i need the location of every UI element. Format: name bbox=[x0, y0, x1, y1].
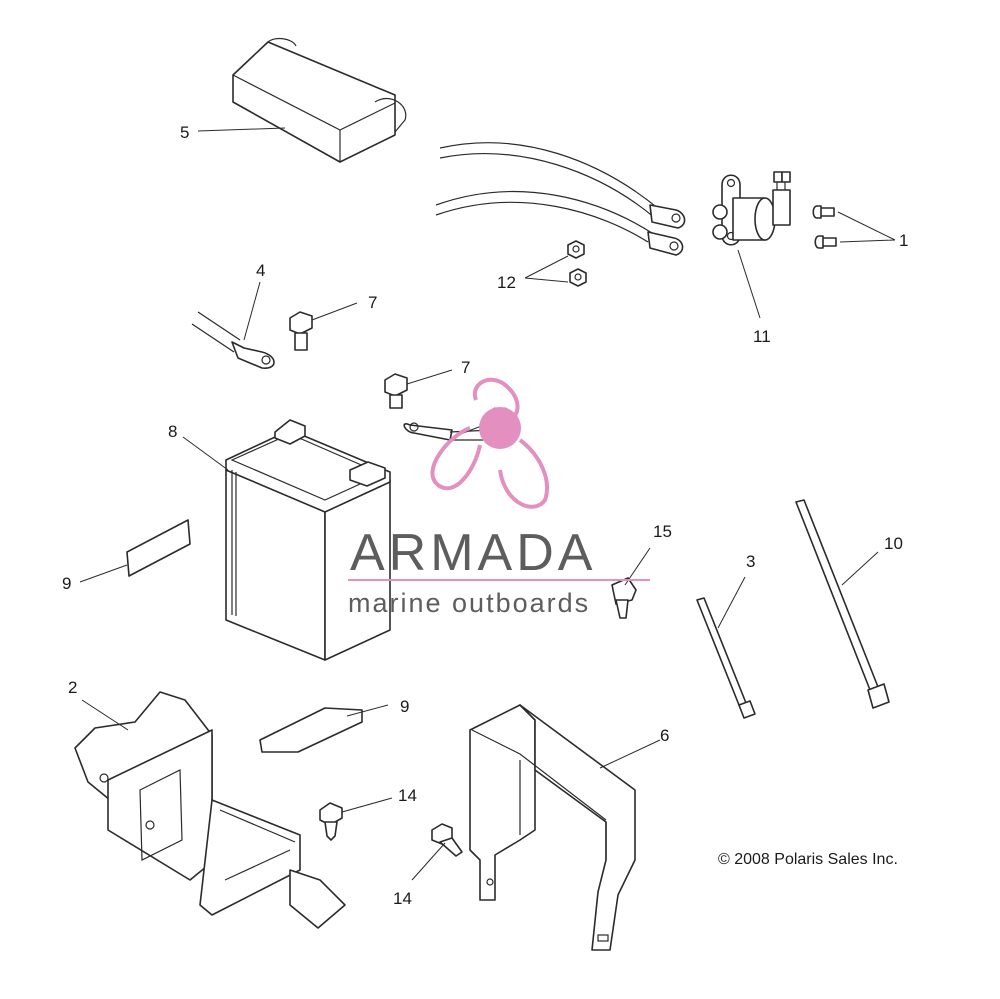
callout-4: 4 bbox=[256, 261, 265, 280]
propeller-logo bbox=[430, 377, 549, 509]
part-3-cable-tie bbox=[696, 576, 756, 719]
part-2-battery-tray bbox=[74, 691, 346, 929]
watermark-rule bbox=[348, 579, 650, 581]
callout-7b: 7 bbox=[461, 358, 470, 377]
callout-9b: 9 bbox=[400, 697, 409, 716]
part-9-labels bbox=[79, 519, 389, 753]
callout-7a: 7 bbox=[368, 293, 377, 312]
callout-11: 11 bbox=[753, 327, 771, 346]
callout-12: 12 bbox=[497, 273, 516, 292]
leader-11 bbox=[737, 249, 761, 319]
watermark-tagline: marine outboards bbox=[348, 588, 590, 618]
part-12-nuts bbox=[524, 240, 587, 287]
part-7-bolts bbox=[289, 302, 453, 409]
callout-2: 2 bbox=[68, 678, 77, 697]
copyright-notice: © 2008 Polaris Sales Inc. bbox=[718, 851, 898, 868]
part-14-fasteners bbox=[319, 797, 463, 881]
propeller-hub bbox=[479, 407, 521, 449]
callout-labels: 1 2 3 4 5 6 7 7 8 9 9 10 11 12 13 14 14 … bbox=[62, 123, 908, 908]
callout-8: 8 bbox=[168, 422, 177, 441]
callout-14b: 14 bbox=[393, 889, 412, 908]
callout-1: 1 bbox=[899, 231, 908, 250]
callout-5: 5 bbox=[180, 123, 189, 142]
callout-10: 10 bbox=[884, 534, 903, 553]
callout-14a: 14 bbox=[398, 786, 417, 805]
part-11-solenoid bbox=[712, 171, 791, 246]
watermark-brand: ARMADA bbox=[350, 524, 596, 582]
part-10-cable-tie bbox=[795, 499, 890, 709]
part-15-fastener bbox=[611, 547, 651, 619]
part-4-cable bbox=[191, 281, 275, 369]
part-8-battery bbox=[182, 419, 391, 661]
armada-watermark: ARMADA marine outboards bbox=[348, 377, 650, 618]
callout-15: 15 bbox=[653, 522, 672, 541]
part-5-cover-pad bbox=[232, 37, 407, 163]
part-1-screws bbox=[812, 205, 896, 249]
callout-3: 3 bbox=[746, 552, 755, 571]
callout-6: 6 bbox=[660, 726, 669, 745]
part-6-holddown-strap bbox=[469, 704, 661, 951]
cable-bundle bbox=[435, 142, 686, 256]
leader-5 bbox=[197, 127, 286, 132]
callout-9a: 9 bbox=[62, 574, 71, 593]
